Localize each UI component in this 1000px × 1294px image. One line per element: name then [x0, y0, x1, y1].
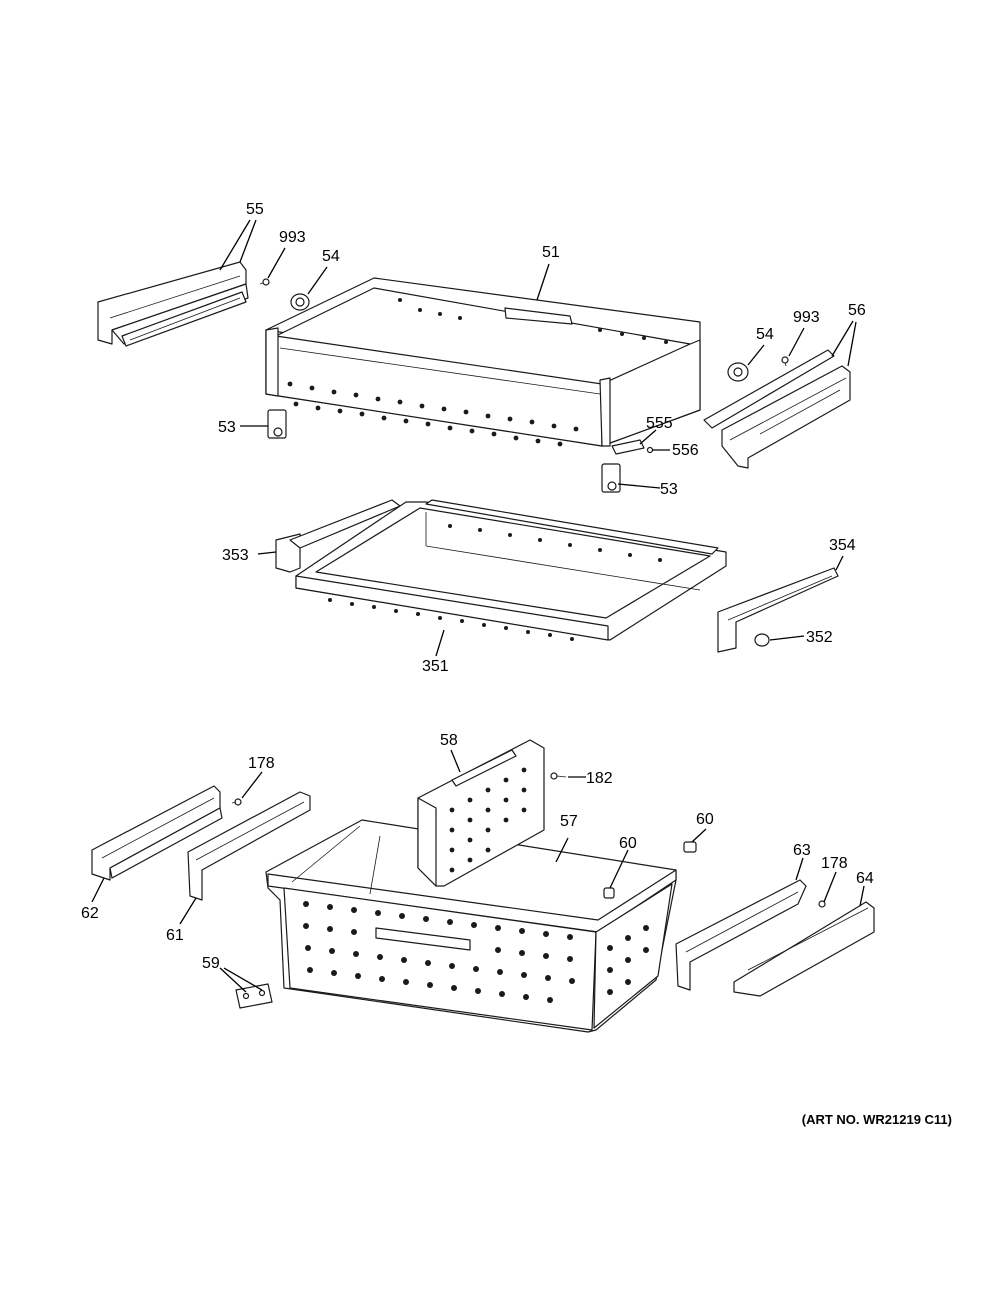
right-drawer-rail-56	[703, 349, 851, 469]
right-basket-slide-63	[675, 879, 807, 991]
callout-178-left: 178	[248, 755, 275, 772]
screw-182	[550, 772, 567, 780]
callout-labels: 55 993 54 51 54 993 56 53 555 556 53 353…	[81, 201, 874, 972]
slide-clip-53-left	[267, 409, 287, 439]
basket-divider-58	[417, 739, 545, 887]
roller-352	[754, 633, 770, 647]
leader-lines	[91, 219, 865, 993]
left-drawer-rail-55	[97, 261, 249, 347]
callout-352: 352	[806, 629, 833, 646]
callout-53-right: 53	[660, 481, 678, 498]
callout-64: 64	[856, 870, 874, 887]
callout-56: 56	[848, 302, 866, 319]
drawer-frame-351	[295, 499, 727, 641]
left-basket-slide-61	[187, 791, 311, 901]
upper-drawer-hole-pattern	[287, 298, 668, 447]
divider-hole-pattern	[449, 767, 527, 873]
screw-178-left	[231, 798, 242, 806]
screw-178-right	[818, 900, 826, 908]
left-basket-rail-62	[91, 785, 223, 881]
callout-59: 59	[202, 955, 220, 972]
callout-63: 63	[793, 842, 811, 859]
roller-54-right	[727, 362, 749, 382]
roller-54-left	[290, 293, 310, 311]
callout-556: 556	[672, 442, 699, 459]
upper-drawer-51	[265, 277, 701, 447]
frame-bracket-353	[275, 499, 401, 573]
callout-58: 58	[440, 732, 458, 749]
basket-hole-pattern	[303, 901, 649, 1003]
screw-556	[646, 446, 654, 454]
art-number-label: (ART NO. WR21219 C11)	[801, 1112, 952, 1127]
callout-51: 51	[542, 244, 560, 261]
screw-993-left	[259, 278, 270, 286]
callout-351: 351	[422, 658, 449, 675]
callout-178-right: 178	[821, 855, 848, 872]
frame-hole-pattern	[328, 524, 662, 641]
slide-clip-53-right	[601, 463, 621, 493]
pad-60-top	[683, 841, 697, 853]
callout-993-right: 993	[793, 309, 820, 326]
stop-bracket-555	[611, 439, 645, 455]
callout-61: 61	[166, 927, 184, 944]
callout-60-top: 60	[696, 811, 714, 828]
callout-62: 62	[81, 905, 99, 922]
callout-53-left: 53	[218, 419, 236, 436]
callout-182: 182	[586, 770, 613, 787]
callout-555: 555	[646, 415, 673, 432]
callout-993-left: 993	[279, 229, 306, 246]
callout-353: 353	[222, 547, 249, 564]
callout-60-basket: 60	[619, 835, 637, 852]
basket-clip-59	[235, 983, 273, 1009]
callout-57: 57	[560, 813, 578, 830]
right-basket-rail-64	[733, 901, 875, 997]
pad-60-basket	[603, 887, 615, 899]
frame-rail-354	[717, 567, 839, 653]
callout-54-right: 54	[756, 326, 774, 343]
callout-54-left: 54	[322, 248, 340, 265]
screw-993-right	[781, 356, 789, 367]
callout-354: 354	[829, 537, 856, 554]
callout-55: 55	[246, 201, 264, 218]
